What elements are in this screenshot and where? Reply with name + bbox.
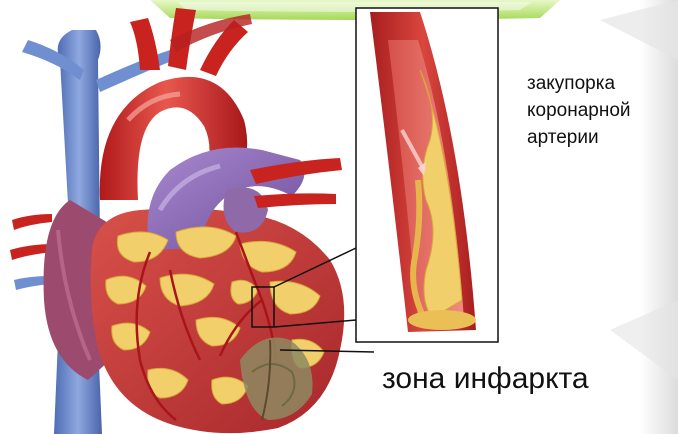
heart xyxy=(10,8,344,434)
blockage-label-line-3: артерии xyxy=(527,124,631,151)
infarct-zone-label: зона инфаркта xyxy=(382,362,589,396)
slide-decoration xyxy=(600,0,678,434)
blockage-label-line-1: закупорка xyxy=(527,70,631,97)
coronary-blockage-label: закупорка коронарной артерии xyxy=(527,70,631,151)
blockage-label-line-2: коронарной xyxy=(527,97,631,124)
